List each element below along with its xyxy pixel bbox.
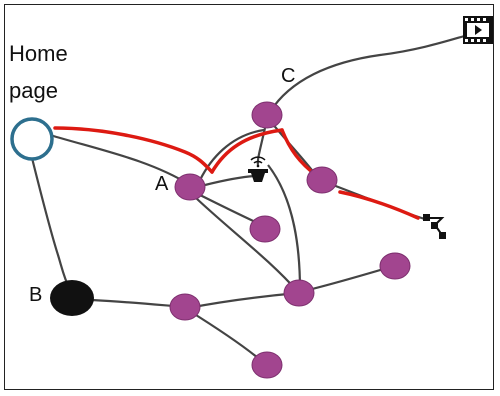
edge-a-c [199, 128, 265, 181]
purple-nodes [169, 101, 411, 379]
red-path-a-c [210, 128, 284, 174]
node-a[interactable] [174, 173, 206, 201]
node-6[interactable] [251, 351, 283, 379]
edge-home-a [49, 133, 191, 186]
edge-node4-node7 [299, 264, 395, 294]
edge-c-film [269, 33, 469, 113]
node-2[interactable] [249, 215, 281, 243]
edge-a-speaker [204, 174, 256, 187]
node-4[interactable] [283, 279, 315, 307]
node-3[interactable] [306, 166, 338, 194]
edge-node5-node4 [187, 291, 299, 310]
red-path-home-a [53, 126, 214, 174]
wifi-speaker-icon[interactable] [248, 156, 268, 182]
share-icon[interactable] [423, 214, 446, 239]
film-icon[interactable] [463, 16, 493, 44]
home-page-label: Home page [9, 41, 68, 103]
home-node[interactable] [10, 117, 54, 161]
edge-node4-speaker [267, 164, 302, 291]
node-7[interactable] [379, 252, 411, 280]
node-c[interactable] [251, 101, 283, 129]
node-5[interactable] [169, 293, 201, 321]
edge-a-node4 [195, 197, 299, 293]
diagram-frame [4, 4, 494, 390]
edge-node5-node6 [187, 309, 267, 366]
node-a-label: A [155, 173, 169, 195]
red-path-node3-share [338, 190, 420, 220]
highlighted-path [53, 126, 420, 220]
edge-home-b [30, 157, 71, 291]
edges [30, 33, 469, 366]
node-c-label: C [281, 65, 296, 87]
node-b[interactable] [50, 280, 94, 316]
node-b-label: B [29, 284, 43, 306]
